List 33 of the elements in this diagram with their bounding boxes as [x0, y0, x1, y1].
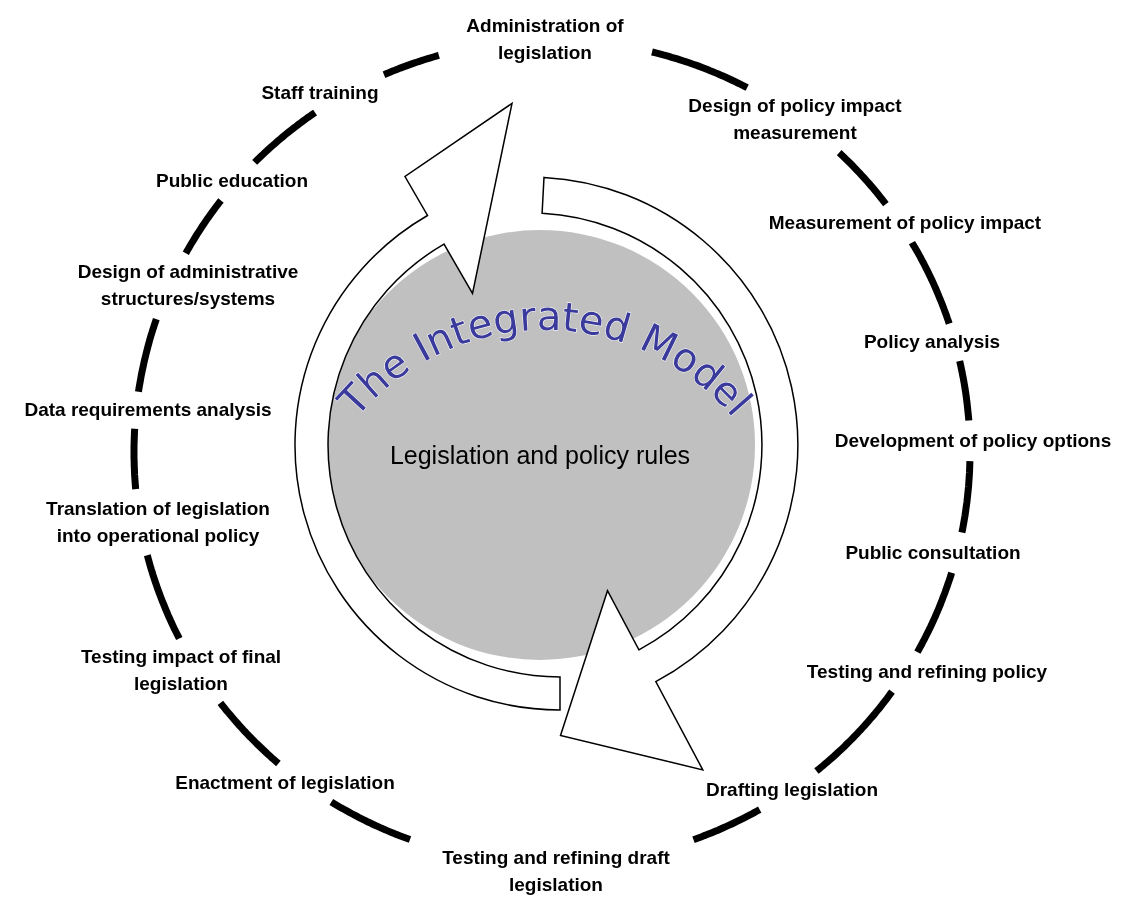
stage-label: Testing and refining draft legislation: [413, 845, 699, 899]
circle-arc: [692, 806, 762, 843]
stage-label: Design of policy impact measurement: [662, 93, 928, 147]
circle-arc: [651, 48, 749, 91]
stage-label: Policy analysis: [863, 328, 1001, 356]
stage-label: Enactment of legislation: [175, 769, 395, 797]
circle-arc: [130, 428, 140, 490]
stage-label: Testing and refining policy: [806, 658, 1048, 686]
stage-label: Public consultation: [845, 539, 1021, 567]
stage-label: Public education: [156, 167, 308, 195]
circle-arc: [252, 109, 318, 165]
circle-arc: [958, 460, 974, 534]
circle-arc: [382, 52, 440, 78]
circle-arc: [143, 554, 183, 641]
circle-arc: [329, 798, 412, 843]
circle-arc: [814, 689, 895, 774]
stage-label: Staff training: [261, 79, 379, 107]
stage-label: Development of policy options: [834, 427, 1112, 455]
circle-arc: [836, 150, 889, 207]
stage-label: Administration of legislation: [445, 13, 645, 67]
stage-label: Measurement of policy impact: [768, 209, 1042, 237]
circle-arc: [908, 240, 953, 325]
circle-arc: [217, 700, 281, 767]
circle-arc: [182, 198, 224, 255]
circle-arc: [914, 571, 955, 654]
stage-label: Testing impact of final legislation: [56, 644, 306, 698]
center-label: Legislation and policy rules: [389, 440, 691, 470]
circle-arc: [135, 318, 160, 393]
stage-label: Translation of legislation into operational policy: [27, 496, 289, 550]
circle-arc: [956, 360, 973, 422]
stage-label: Design of administrative structures/systems: [50, 259, 326, 313]
stage-label: Data requirements analysis: [24, 396, 272, 424]
stage-label: Drafting legislation: [705, 776, 879, 804]
